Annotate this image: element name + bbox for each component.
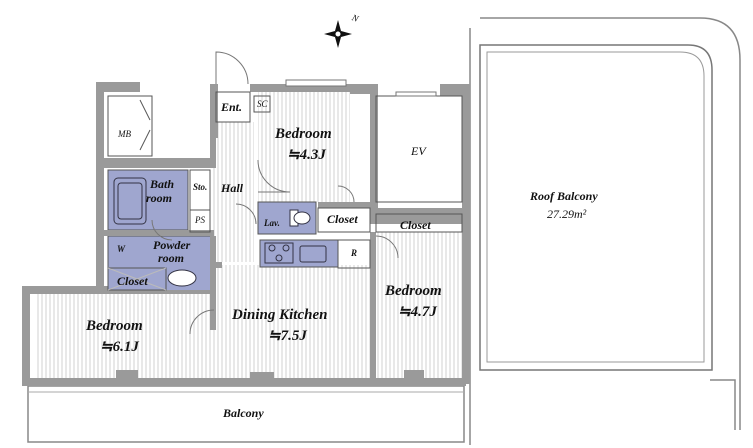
label-closet-lav: Closet xyxy=(327,212,358,226)
walls xyxy=(22,82,470,386)
label-sc: SC xyxy=(257,99,268,109)
label-entrance: Ent. xyxy=(221,100,243,114)
label-bedroom-top: Bedroom xyxy=(275,126,332,142)
roof-balcony xyxy=(469,17,741,445)
label-ev: EV xyxy=(411,144,426,158)
label-bedroom-left-size: ≒6.1J xyxy=(100,339,139,355)
label-lavatory: Lav. xyxy=(264,218,280,228)
label-bath: Bath xyxy=(150,177,175,191)
wet-areas xyxy=(107,169,339,293)
label-washer: W xyxy=(117,244,126,254)
label-balcony: Balcony xyxy=(223,406,264,420)
label-bedroom-right-size: ≒4.7J xyxy=(398,304,437,320)
label-roof-balcony: Roof Balcony xyxy=(530,189,598,203)
label-bath-room: room xyxy=(146,191,173,205)
label-dining-kitchen: Dining Kitchen xyxy=(232,307,328,323)
label-bedroom-right: Bedroom xyxy=(385,283,442,299)
label-roof-balcony-size: 27.29m² xyxy=(547,207,587,221)
label-storage: Sto. xyxy=(193,182,208,192)
label-powder-room: room xyxy=(158,251,185,265)
label-bedroom-top-size: ≒4.3J xyxy=(287,147,326,163)
label-ps: PS xyxy=(195,215,205,225)
label-dining-kitchen-size: ≒7.5J xyxy=(268,328,307,344)
label-mb: MB xyxy=(118,129,131,139)
label-closet-left: Closet xyxy=(117,274,148,288)
label-closet-right: Closet xyxy=(400,218,431,232)
label-powder: Powder xyxy=(153,238,191,252)
label-bedroom-left: Bedroom xyxy=(86,318,143,334)
compass-icon xyxy=(324,20,352,48)
label-refrigerator: R xyxy=(351,248,358,258)
label-hall: Hall xyxy=(221,181,244,195)
